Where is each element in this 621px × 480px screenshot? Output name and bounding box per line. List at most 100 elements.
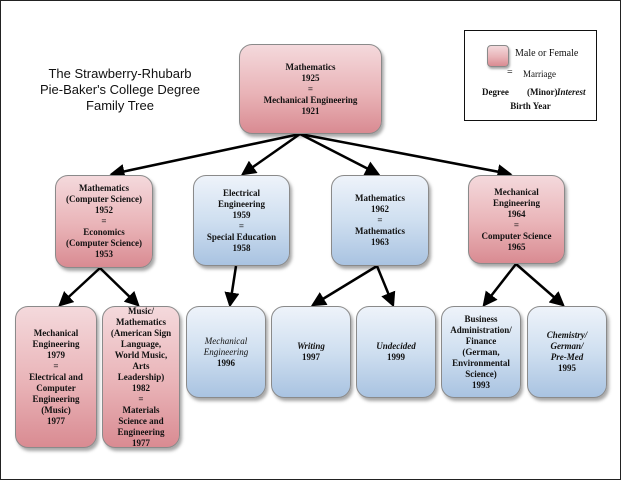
g2-a-minor-2: Language, — [120, 338, 162, 349]
g6-degree-2: Administration/ — [450, 324, 512, 335]
g1-a-degree-1: Mechanical — [33, 327, 79, 338]
connector-c4-g7 — [515, 263, 565, 307]
c1-a-year: 1952 — [95, 205, 113, 215]
marriage-sign: = — [238, 220, 245, 231]
marriage-sign: = — [53, 360, 59, 371]
g6-degree-1: Business — [464, 313, 498, 324]
legend-minor: (Minor) — [527, 87, 558, 97]
connector-c2-g3 — [224, 265, 240, 308]
node-grandchild-3: Mechanical Engineering 1996 — [186, 306, 266, 398]
node-grandchild-7: Chemistry/ German/ Pre-Med 1995 — [527, 306, 607, 398]
g2-a-minor-5: Leadership) — [117, 371, 165, 382]
g5-year: 1999 — [387, 352, 405, 362]
g6-year: 1993 — [472, 379, 490, 390]
g1-a-degree-2: Engineering — [32, 338, 80, 349]
node-child-4-couple: Mechanical Engineering 1964 = Computer S… — [468, 175, 565, 264]
c2-a-year: 1959 — [232, 209, 251, 220]
marriage-sign: = — [307, 83, 314, 94]
c4-a-degree-1: Mechanical — [494, 186, 539, 197]
root-partner-a-year: 1925 — [301, 72, 320, 83]
g1-b-minor: (Music) — [41, 404, 71, 415]
g2-a-minor-1: (American Sign — [110, 327, 172, 338]
g4-year: 1997 — [302, 352, 320, 362]
title-line-1: The Strawberry-Rhubarb — [48, 66, 192, 81]
g1-b-degree-2: Computer — [36, 382, 76, 393]
legend-interest: Interest — [557, 87, 586, 97]
root-partner-b-year: 1921 — [301, 105, 320, 116]
g6-degree-3: Finance — [465, 335, 497, 346]
legend-degree: Degree — [482, 87, 509, 97]
marriage-sign: = — [377, 215, 383, 225]
g2-b-degree-1: Materials — [122, 404, 160, 415]
g6-minor-3: Science) — [465, 368, 497, 379]
g2-a-minor-3: World Music, — [114, 349, 168, 360]
g3-interest-1: Mechanical — [204, 335, 248, 346]
node-grandchild-2-couple: Music/ Mathematics (American Sign Langua… — [102, 306, 180, 448]
legend: Male or Female = Marriage Degree (Minor)… — [464, 30, 597, 121]
g2-b-degree-3: Engineering — [117, 426, 165, 437]
legend-swatch-label: Male or Female — [515, 48, 579, 59]
node-grandchild-6: Business Administration/ Finance (German… — [441, 306, 521, 398]
g2-a-degree-1: Music/ — [128, 305, 154, 316]
c3-b-year: 1963 — [371, 237, 389, 247]
c1-a-minor: (Computer Science) — [65, 194, 143, 204]
legend-marriage-symbol: = — [507, 67, 513, 78]
connector-c1-g1 — [58, 267, 101, 307]
c3-a-degree: Mathematics — [355, 193, 405, 203]
g1-b-year: 1977 — [47, 415, 65, 426]
c1-b-year: 1953 — [95, 249, 113, 259]
connector-root-c2 — [240, 132, 301, 176]
g1-b-degree-1: Electrical and — [29, 371, 83, 382]
connector-c3-g4 — [310, 264, 378, 307]
title-line-3: Family Tree — [86, 98, 154, 113]
g3-interest-2: Engineering — [203, 346, 249, 357]
c4-a-degree-2: Engineering — [492, 197, 540, 208]
g2-a-minor-4: Arts — [132, 360, 150, 371]
connector-c3-g5 — [375, 265, 396, 308]
g7-interest-1: Chemistry/ — [546, 330, 588, 340]
g2-a-degree-2: Mathematics — [116, 316, 166, 327]
g6-minor-1: (German, — [462, 346, 500, 357]
g2-a-year: 1982 — [132, 382, 150, 393]
connector-c4-g6 — [482, 263, 517, 307]
c1-b-degree: Economics — [83, 227, 125, 237]
connector-c1-g2 — [99, 267, 140, 307]
root-partner-a-degree: Mathematics — [285, 61, 336, 72]
node-root-couple: Mathematics 1925 = Mechanical Engineerin… — [239, 44, 382, 134]
node-grandchild-1-couple: Mechanical Engineering 1979 = Electrical… — [15, 306, 97, 448]
root-partner-b-degree: Mechanical Engineering — [263, 94, 358, 105]
c1-a-degree: Mathematics — [79, 183, 129, 193]
marriage-sign: = — [513, 219, 520, 230]
connector-root-c4 — [299, 132, 513, 180]
g3-year: 1996 — [217, 357, 235, 368]
g1-b-degree-3: Engineering — [32, 393, 80, 404]
c4-b-degree: Computer Science — [481, 230, 552, 241]
connector-root-c1 — [109, 132, 301, 179]
connector-root-c3 — [299, 132, 381, 176]
node-child-2-couple: Electrical Engineering 1959 = Special Ed… — [193, 175, 290, 266]
g7-interest-3: Pre-Med — [550, 352, 584, 362]
c2-a-degree-2: Engineering — [217, 198, 265, 209]
g5-interest: Undecided — [376, 341, 416, 351]
c1-b-minor: (Computer Science) — [65, 238, 143, 248]
node-child-1-couple: Mathematics (Computer Science) 1952 = Ec… — [55, 175, 153, 268]
marriage-sign: = — [101, 216, 107, 226]
g7-interest-2: German/ — [550, 341, 584, 351]
g1-a-year: 1979 — [47, 349, 65, 360]
c2-b-degree: Special Education — [206, 231, 277, 242]
legend-birth-year: Birth Year — [510, 101, 551, 111]
node-grandchild-5: Undecided 1999 — [356, 306, 436, 398]
c2-b-year: 1958 — [232, 242, 251, 253]
c3-a-year: 1962 — [371, 204, 389, 214]
legend-swatch — [487, 45, 509, 67]
c4-b-year: 1965 — [507, 241, 526, 252]
diagram-title: The Strawberry-Rhubarb Pie-Baker's Colle… — [40, 66, 200, 114]
g6-minor-2: Environmental — [452, 357, 510, 368]
g2-b-year: 1977 — [132, 437, 150, 448]
c2-a-degree-1: Electrical — [223, 187, 260, 198]
g4-interest: Writing — [297, 341, 325, 351]
c3-b-degree: Mathematics — [355, 226, 405, 236]
node-child-3-couple: Mathematics 1962 = Mathematics 1963 — [331, 175, 429, 266]
marriage-sign: = — [138, 393, 144, 404]
